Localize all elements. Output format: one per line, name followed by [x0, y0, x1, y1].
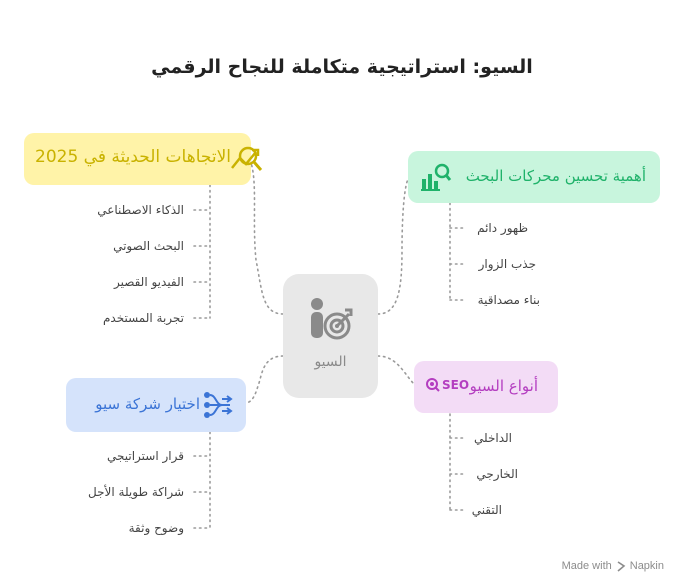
company-item: وضوح وثقة [128, 521, 184, 535]
watermark-brand: Napkin [629, 560, 664, 572]
types-item: الداخلي [473, 431, 512, 445]
branch-company: اختيار شركة سيو [66, 378, 246, 432]
branch-trends-label: الاتجاهات الحديثة في 2025 [35, 147, 231, 167]
types-item: الخارجي [476, 467, 518, 481]
diagram-title: السيو: استراتيجية متكاملة للنجاح الرقمي [151, 56, 533, 78]
branch-company-label: اختيار شركة سيو [95, 395, 200, 413]
types-item: التقني [471, 503, 502, 517]
trends-item: الفيديو القصير [113, 275, 184, 289]
seo-icon: SEO [426, 378, 469, 392]
center-label: السيو [314, 354, 347, 370]
importance-item: ظهور دائم [477, 221, 528, 235]
branch-trends: الاتجاهات الحديثة في 2025 [24, 133, 263, 185]
napkin-watermark[interactable]: Made with Napkin [562, 560, 664, 572]
trends-item: تجربة المستخدم [102, 311, 184, 325]
trend-search-icon [231, 146, 263, 171]
napkin-logo-icon [617, 560, 626, 572]
person-target-icon [311, 298, 353, 340]
branch-types-label: أنواع السيو [469, 377, 538, 395]
importance-item: جذب الزوار [478, 257, 536, 271]
seo-icon-text: SEO [442, 378, 470, 392]
center-node: السيو [283, 274, 378, 398]
watermark-prefix: Made with [561, 560, 612, 572]
branch-importance: أهمية تحسين محركات البحث [408, 151, 660, 203]
branch-types: أنواع السيو SEO [414, 361, 558, 413]
company-item: قرار استراتيجي [107, 449, 184, 463]
company-item: شراكة طويلة الأجل [88, 485, 184, 499]
chart-search-icon [421, 163, 452, 191]
importance-item: بناء مصداقية [477, 293, 540, 307]
trends-item: الذكاء الاصطناعي [97, 203, 184, 217]
trends-item: البحث الصوتي [113, 239, 184, 253]
network-arrows-icon [204, 392, 233, 418]
branch-importance-label: أهمية تحسين محركات البحث [465, 167, 646, 185]
